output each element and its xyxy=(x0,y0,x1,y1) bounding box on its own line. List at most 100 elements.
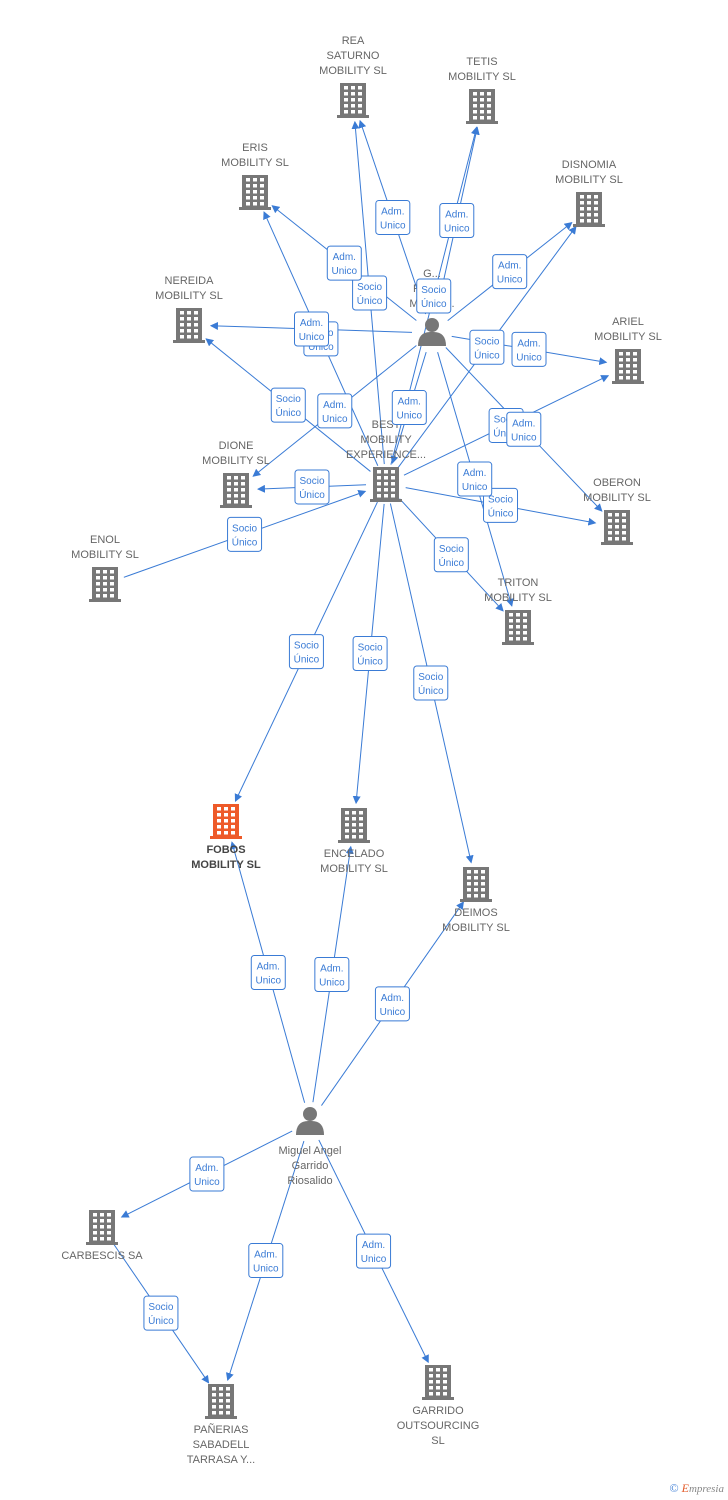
edge-label-text: Único xyxy=(232,535,258,548)
edge-label-text: Unico xyxy=(331,266,357,277)
edge-label-person_top-to-dione: Adm.Unico xyxy=(317,393,353,429)
node-oberon[interactable]: OBERON MOBILITY SL xyxy=(583,477,651,545)
edge-label-text: Socio xyxy=(294,641,319,652)
person-icon xyxy=(296,1107,324,1135)
edge-label-text: Socio xyxy=(418,672,443,683)
edge-label-text: Único xyxy=(439,556,465,569)
edge-label-miguel-to-deimos: Adm.Unico xyxy=(374,986,410,1022)
edge-label-text: Único xyxy=(275,406,301,419)
node-label: MOBILITY SL xyxy=(320,863,388,875)
edge-label-person_top-to-triton: Adm. Unico xyxy=(457,461,493,497)
building-icon xyxy=(612,349,644,384)
edge-label-text: Único xyxy=(357,655,383,668)
edge-label-person_top-to-disnomia: Adm.Unico xyxy=(492,254,528,290)
edge-label-text: Adm. xyxy=(257,961,280,972)
edge-label-text: Unico xyxy=(380,1007,406,1018)
node-garrido[interactable]: GARRIDO OUTSOURCING SL xyxy=(397,1365,480,1447)
node-label: MOBILITY SL xyxy=(555,174,623,186)
edge-label-miguel-to-fobos: Adm. Unico xyxy=(250,954,286,990)
building-icon xyxy=(173,308,205,343)
edge-label-text: Adm. xyxy=(512,418,535,429)
edge-label-text: Adm. xyxy=(381,206,404,217)
building-icon xyxy=(601,510,633,545)
node-label: ERIS xyxy=(242,142,268,154)
edge-label-person_top-to-eris: Adm.Unico xyxy=(326,245,362,281)
building-icon xyxy=(205,1384,237,1419)
node-label: NEREIDA xyxy=(165,275,215,287)
node-label: DIONE xyxy=(219,440,254,452)
edge-labels-layer: Adm.UnicoSocioÚnicoAdm.UnicoSocioÚnicoAd… xyxy=(143,199,547,1331)
node-label: GARRIDO xyxy=(412,1405,464,1417)
node-label: OBERON xyxy=(593,477,641,489)
node-label: Garrido xyxy=(292,1160,329,1172)
brand-name: mpresia xyxy=(688,1483,724,1495)
node-label: CARBESCIS SA xyxy=(61,1250,143,1262)
node-label: MOBILITY SL xyxy=(319,65,387,77)
building-icon xyxy=(220,473,252,508)
node-label: MOBILITY SL xyxy=(484,592,552,604)
edge-label-text: Único xyxy=(357,294,383,307)
building-icon xyxy=(573,192,605,227)
node-disnomia[interactable]: DISNOMIA MOBILITY SL xyxy=(555,159,623,227)
edge-label-text: Socio xyxy=(421,285,446,296)
node-label: DEIMOS xyxy=(454,907,497,919)
node-label: TETIS xyxy=(466,56,497,68)
node-label: Miguel Angel xyxy=(279,1145,342,1157)
edge-label-text: Socio xyxy=(488,494,513,505)
edge-label-text: Socio xyxy=(299,476,324,487)
edge-label-text: Único xyxy=(488,506,514,519)
edge-label-text: Unico xyxy=(194,1177,220,1188)
edge-label-miguel-to-carbescis: Adm. Unico xyxy=(189,1156,225,1192)
edge-label-person_top-to-nereida: Adm. Unico xyxy=(293,311,329,347)
node-label: MOBILITY SL xyxy=(71,549,139,561)
edge-label-person_top-to-rea: Adm.Unico xyxy=(375,199,411,235)
edge-label-miguel-to-encelado: Adm.Unico xyxy=(314,956,350,992)
edge-label-text: Unico xyxy=(319,977,345,988)
building-icon xyxy=(239,175,271,210)
node-label: MOBILITY SL xyxy=(442,922,510,934)
edge-label-text: Adm. xyxy=(463,468,486,479)
building-icon xyxy=(422,1365,454,1400)
node-label: SL xyxy=(431,1435,444,1447)
building-icon xyxy=(210,804,242,839)
brand-initial: E xyxy=(681,1481,689,1495)
node-label: Riosalido xyxy=(287,1175,332,1187)
node-label: DISNOMIA xyxy=(562,159,617,171)
edge-label-text: Unico xyxy=(255,975,281,986)
edge-label-text: Unico xyxy=(299,332,325,343)
edge-label-text: Adm. xyxy=(254,1250,277,1261)
building-icon xyxy=(466,89,498,124)
edge-label-text: Adm. xyxy=(195,1163,218,1174)
edge-label-text: Único xyxy=(299,488,325,501)
copyright-symbol: © xyxy=(669,1481,679,1495)
node-deimos[interactable]: DEIMOS MOBILITY SL xyxy=(442,867,510,934)
node-label: REA xyxy=(342,35,365,47)
node-label: MOBILITY SL xyxy=(583,492,651,504)
node-label: OUTSOURCING xyxy=(397,1420,480,1432)
edge-label-text: Adm. xyxy=(517,338,540,349)
edge-label-text: Adm. xyxy=(300,318,323,329)
edge-label-text: Socio xyxy=(474,336,499,347)
building-icon xyxy=(89,567,121,602)
node-carbescis[interactable]: CARBESCIS SA xyxy=(61,1210,143,1262)
edge-label-text: Unico xyxy=(462,482,488,493)
